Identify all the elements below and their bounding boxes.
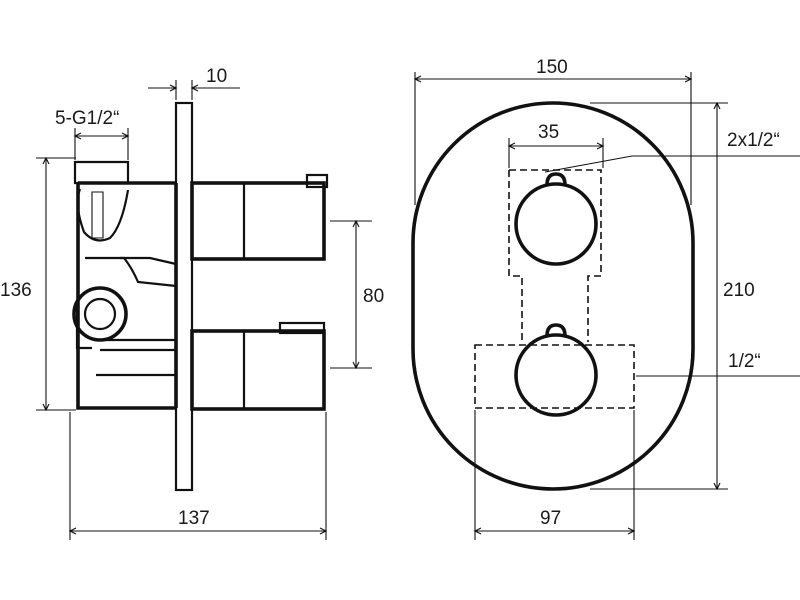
dim-knob-diameter: 35	[538, 122, 559, 143]
side-port-outer	[72, 286, 128, 342]
side-view: 10 5-G1/2“ 136 80 137	[0, 66, 384, 540]
dim-bottom-width: 97	[540, 508, 561, 529]
top-cartridge-inner	[91, 191, 104, 239]
dim-top-thread: 2x1/2“	[727, 130, 780, 151]
lower-spindle	[190, 329, 326, 411]
middle-channel-2	[120, 256, 177, 266]
dim-total-depth: 137	[178, 508, 210, 529]
dim-body-height: 136	[0, 280, 32, 301]
upper-knob	[514, 172, 598, 266]
side-port-bracket	[75, 302, 92, 350]
top-cartridge-shape	[76, 188, 130, 242]
top-port	[73, 160, 130, 185]
front-view: 150 35 2x1/2“ 210 1/2“ 97	[411, 57, 800, 540]
lower-channels	[94, 338, 176, 377]
dim-thread-spec: 5-G1/2“	[55, 108, 119, 129]
front-oval-plate	[411, 101, 695, 491]
dim-plate-thickness: 10	[206, 66, 227, 87]
dim-bottom-thread: 1/2“	[728, 351, 761, 372]
upper-spindle	[190, 181, 326, 261]
dim-spindle-spacing: 80	[363, 286, 384, 307]
lower-hidden-box	[474, 344, 635, 409]
lower-knob	[514, 323, 598, 417]
side-wall-plate	[174, 101, 194, 492]
dim-plate-height: 210	[723, 280, 755, 301]
side-port-inner	[83, 297, 117, 331]
middle-channel	[85, 256, 177, 288]
upper-hidden-box	[508, 169, 602, 342]
dim-plate-width: 150	[536, 57, 568, 78]
